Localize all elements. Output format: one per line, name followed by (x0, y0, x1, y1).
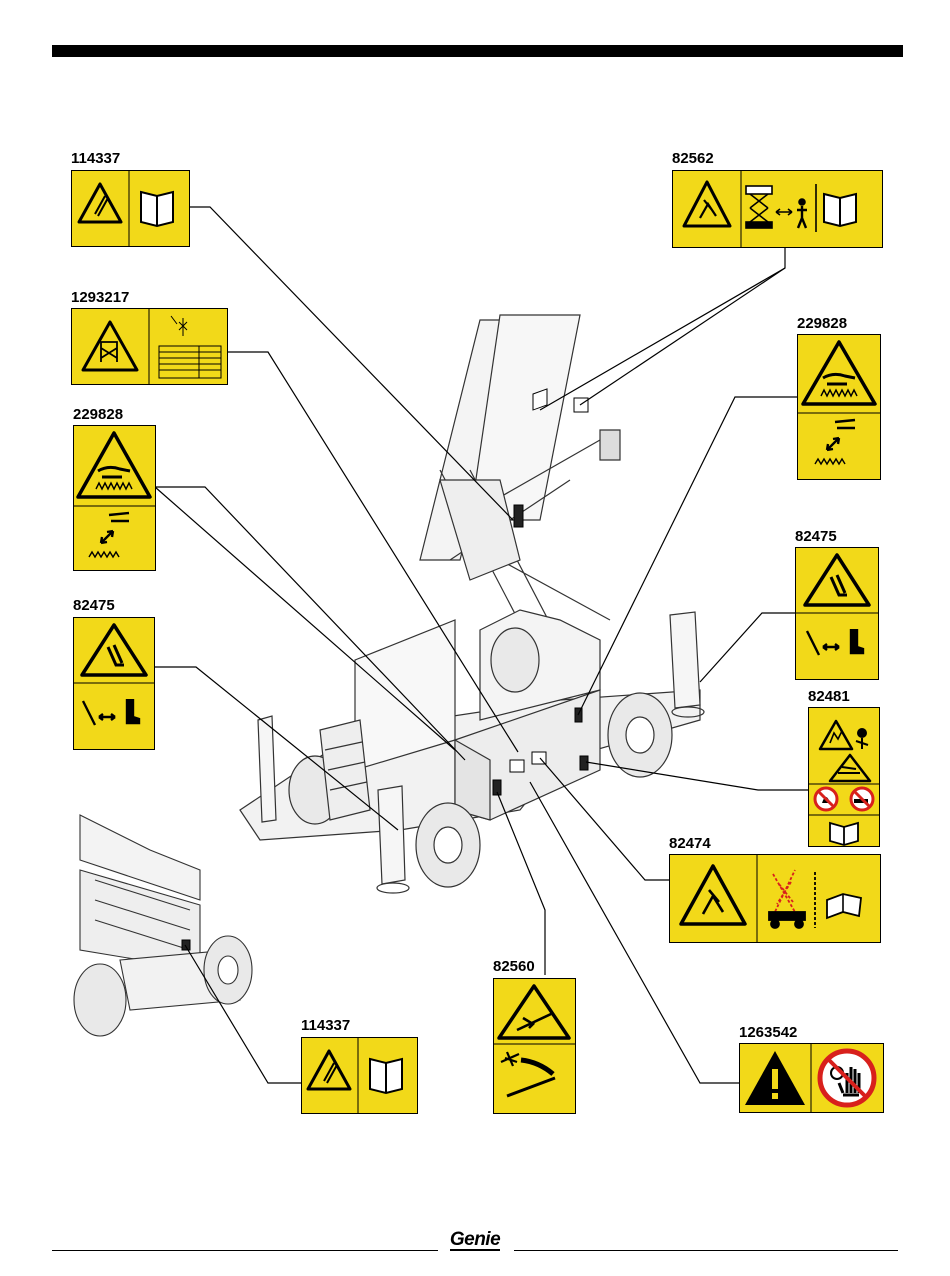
decal-114337-bottom (301, 1037, 418, 1114)
no-smoking-icon (851, 788, 873, 810)
decal-82481 (808, 707, 880, 847)
manual-book-icon (824, 194, 856, 226)
manual-book-icon (141, 192, 173, 226)
decal-82475-left (73, 617, 155, 750)
decal-229828-left (73, 425, 156, 571)
no-flame-icon (815, 788, 837, 810)
footer-rule-left (52, 1250, 438, 1251)
decal-82475-right (795, 547, 879, 680)
decal-part-number: 82474 (669, 836, 711, 851)
decal-82474 (669, 854, 881, 943)
decal-part-number: 82562 (672, 151, 714, 166)
decal-part-number: 1263542 (739, 1025, 797, 1040)
decal-82562 (672, 170, 883, 248)
decal-part-number: 82475 (73, 598, 115, 613)
decal-part-number: 82481 (808, 689, 850, 704)
manual-book-icon (830, 823, 858, 845)
decal-82560 (493, 978, 576, 1114)
decal-part-number: 229828 (73, 407, 123, 422)
decal-part-number: 1293217 (71, 290, 129, 305)
decal-part-number: 114337 (301, 1018, 350, 1033)
genie-logo: Genie (442, 1230, 508, 1256)
manual-book-icon (370, 1059, 402, 1093)
footer-rule-right (514, 1250, 898, 1251)
decal-part-number: 82475 (795, 529, 837, 544)
decal-part-number: 114337 (71, 151, 120, 166)
decal-1263542 (739, 1043, 884, 1113)
no-entry-hand-icon (820, 1051, 874, 1105)
decal-part-number: 82560 (493, 959, 535, 974)
decal-114337-top (71, 170, 190, 247)
decal-229828-right (797, 334, 881, 480)
decal-part-number: 229828 (797, 316, 847, 331)
decal-1293217 (71, 308, 228, 385)
